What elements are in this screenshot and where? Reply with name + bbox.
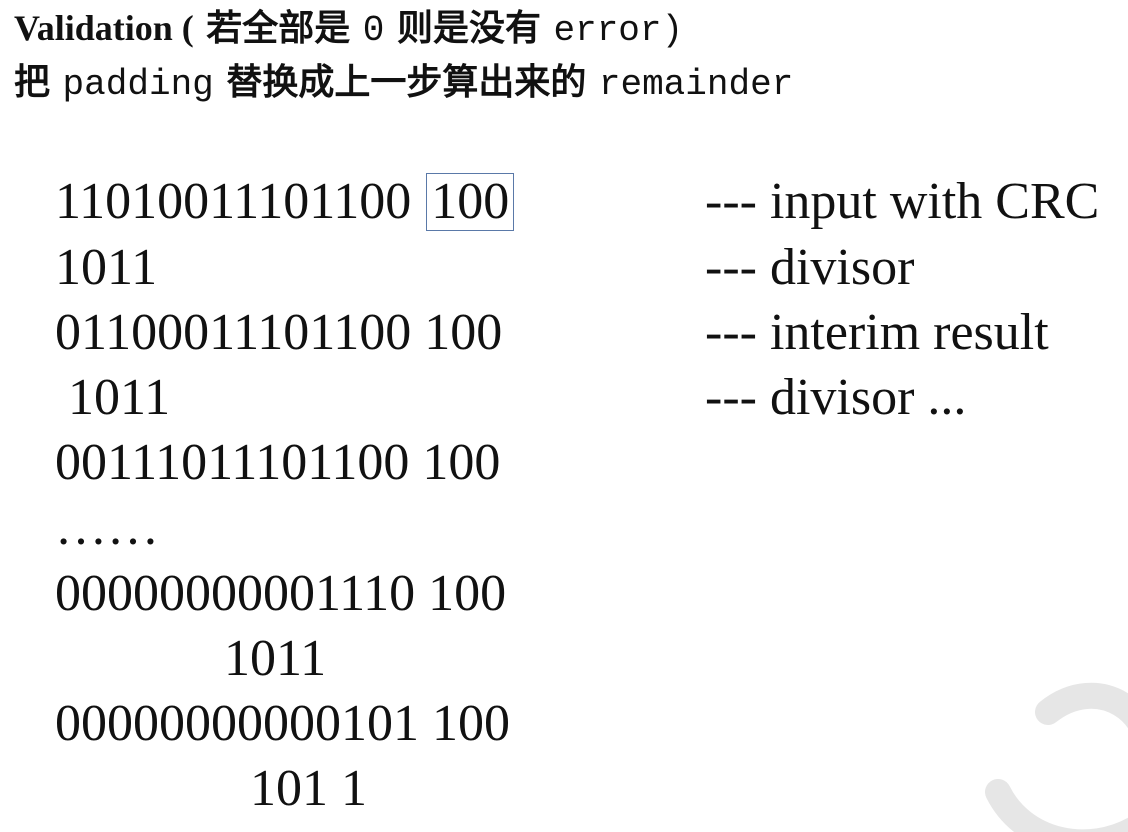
- calc-row-divisor-4: 101 1: [55, 760, 367, 817]
- note-divisor: --- divisor: [705, 239, 915, 296]
- validation-heading: Validation ( 若全部是 0 则是没有 error): [14, 6, 683, 53]
- calc-row-divisor-2: 1011: [55, 369, 171, 426]
- crc-box: 100: [426, 173, 515, 231]
- note-input-with-crc: --- input with CRC: [705, 173, 1100, 230]
- watermark-graphic: [985, 682, 1128, 832]
- padding-instruction-remainder: remainder: [598, 64, 794, 105]
- validation-heading-text-1: 若全部是: [193, 7, 363, 49]
- note-divisor-ellipsis: --- divisor ...: [705, 369, 967, 426]
- calc-row-divisor-1: 1011: [55, 239, 158, 296]
- calc-row-interim-1: 01100011101100 100: [55, 304, 503, 361]
- calc-row-interim-2: 00111011101100 100: [55, 434, 501, 491]
- padding-instruction: 把 padding 替换成上一步算出来的 remainder: [14, 60, 793, 107]
- validation-heading-text-2: 则是没有: [384, 7, 554, 49]
- padding-instruction-padding: padding: [62, 64, 214, 105]
- note-interim-result: --- interim result: [705, 304, 1049, 361]
- calc-row-interim-4: 00000000000101 100: [55, 695, 510, 752]
- padding-instruction-text-1: 把: [14, 61, 63, 103]
- calc-row-input: 11010011101100 100: [55, 172, 515, 232]
- padding-instruction-text-2: 替换成上一步算出来的: [213, 61, 599, 103]
- validation-heading-error: error: [553, 10, 662, 51]
- calc-row-input-main: 11010011101100: [55, 173, 412, 230]
- calc-row-divisor-3: 1011: [55, 630, 327, 687]
- validation-heading-zero: 0: [362, 10, 385, 51]
- calc-row-ellipsis: ……: [55, 499, 159, 556]
- calc-row-interim-3: 00000000001110 100: [55, 565, 507, 622]
- validation-heading-label: Validation (: [14, 8, 194, 48]
- validation-heading-close-paren: ): [661, 10, 684, 51]
